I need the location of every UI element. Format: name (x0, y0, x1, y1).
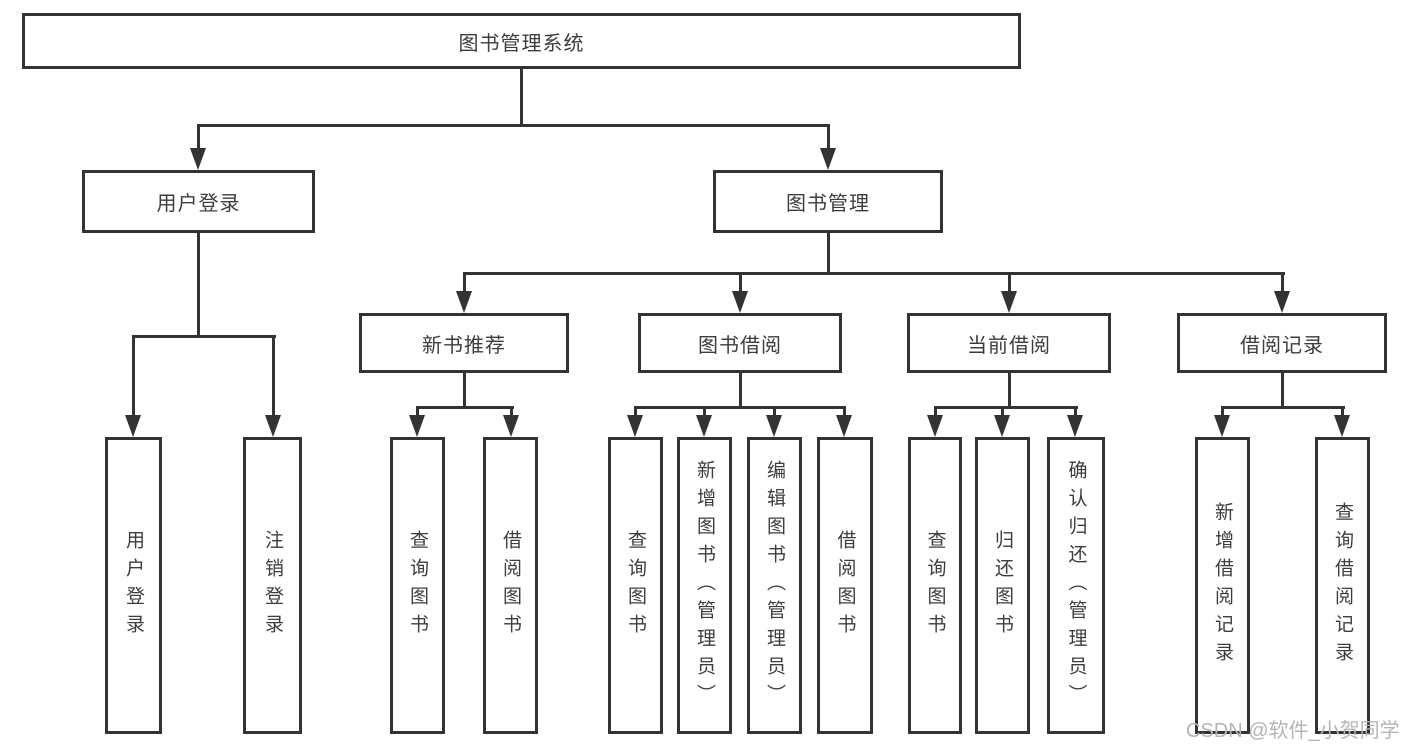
connector-line (1074, 406, 1077, 417)
connector-line (843, 406, 846, 417)
leaf-borrow-books: 借阅图书 (817, 437, 873, 734)
arrowhead-down-icon (732, 291, 748, 313)
connector-line (934, 406, 1078, 409)
connector-line (463, 272, 1285, 275)
node-book-borrow-label: 图书借阅 (698, 334, 782, 357)
connector-line (1221, 406, 1345, 409)
leaf-borrow-query-books: 查询图书 (608, 437, 663, 734)
leaf-current-query-books-label: 查询图书 (924, 529, 946, 642)
connector-line (1008, 373, 1011, 406)
leaf-borrow-books-label: 借阅图书 (834, 529, 856, 642)
arrowhead-down-icon (1214, 415, 1230, 437)
leaf-query-borrow-record: 查询借阅记录 (1315, 437, 1370, 734)
arrowhead-down-icon (1067, 415, 1083, 437)
node-user-login-label: 用户登录 (156, 193, 241, 215)
arrowhead-down-icon (1001, 291, 1017, 313)
connector-line (703, 406, 706, 417)
arrowhead-down-icon (190, 148, 206, 170)
connector-line (197, 124, 200, 150)
connector-line (510, 406, 513, 417)
connector-line (272, 335, 275, 417)
arrowhead-down-icon (456, 291, 472, 313)
connector-line (463, 272, 466, 293)
watermark: CSDN @软件_小贺同学 (1186, 720, 1400, 742)
leaf-recommend-borrow-books: 借阅图书 (483, 437, 538, 734)
connector-line (1008, 272, 1011, 293)
connector-line (132, 335, 135, 417)
connector-line (827, 124, 830, 150)
arrowhead-down-icon (1274, 291, 1290, 313)
node-book-management-label: 图书管理 (786, 193, 870, 215)
node-book-borrow: 图书借阅 (638, 313, 842, 373)
leaf-logout: 注销登录 (243, 437, 302, 734)
connector-line (634, 406, 846, 409)
node-new-book-recommend: 新书推荐 (359, 313, 569, 373)
connector-line (773, 406, 776, 417)
node-borrow-records: 借阅记录 (1177, 313, 1387, 373)
node-current-borrow: 当前借阅 (907, 313, 1111, 373)
arrowhead-down-icon (836, 415, 852, 437)
arrowhead-down-icon (820, 148, 836, 170)
connector-line (463, 373, 466, 406)
connector-line (827, 233, 830, 272)
node-new-book-recommend-label: 新书推荐 (422, 334, 506, 357)
arrowhead-down-icon (766, 415, 782, 437)
connector-line (634, 406, 637, 417)
connector-line (132, 335, 276, 338)
arrowhead-down-icon (1334, 415, 1350, 437)
arrowhead-down-icon (696, 415, 712, 437)
leaf-edit-books-admin-label: 编辑图书（管理员） (764, 459, 785, 712)
leaf-recommend-query-books-label: 查询图书 (407, 529, 428, 642)
connector-line (197, 233, 200, 335)
arrowhead-down-icon (627, 415, 643, 437)
leaf-return-books-label: 归还图书 (992, 529, 1013, 642)
leaf-add-books-admin: 新增图书（管理员） (677, 437, 732, 734)
leaf-add-borrow-record-label: 新增借阅记录 (1212, 501, 1233, 670)
connector-line (739, 373, 742, 406)
arrowhead-down-icon (125, 415, 141, 437)
node-current-borrow-label: 当前借阅 (967, 334, 1051, 357)
arrowhead-down-icon (265, 415, 281, 437)
leaf-user-login: 用户登录 (105, 437, 162, 734)
leaf-return-books: 归还图书 (975, 437, 1030, 734)
leaf-add-books-admin-label: 新增图书（管理员） (694, 459, 715, 712)
connector-line (1281, 373, 1284, 406)
connector-line (1341, 406, 1344, 417)
arrowhead-down-icon (927, 415, 943, 437)
leaf-logout-label: 注销登录 (262, 529, 283, 642)
leaf-edit-books-admin: 编辑图书（管理员） (747, 437, 802, 734)
connector-line (1281, 272, 1284, 293)
node-book-management: 图书管理 (713, 170, 943, 233)
arrowhead-down-icon (994, 415, 1010, 437)
node-root-label: 图书管理系统 (458, 32, 585, 55)
connector-line (520, 69, 523, 124)
leaf-add-borrow-record: 新增借阅记录 (1195, 437, 1250, 734)
arrowhead-down-icon (409, 415, 425, 437)
leaf-borrow-query-books-label: 查询图书 (625, 529, 646, 642)
connector-line (416, 406, 514, 409)
leaf-query-borrow-record-label: 查询借阅记录 (1332, 501, 1353, 670)
connector-line (1001, 406, 1004, 417)
leaf-user-login-label: 用户登录 (123, 529, 144, 642)
leaf-recommend-query-books: 查询图书 (390, 437, 445, 734)
connector-line (934, 406, 937, 417)
node-root: 图书管理系统 (22, 13, 1021, 69)
node-user-login: 用户登录 (82, 170, 315, 233)
connector-line (739, 272, 742, 293)
arrowhead-down-icon (503, 415, 519, 437)
connector-line (1221, 406, 1224, 417)
leaf-current-query-books: 查询图书 (908, 437, 962, 734)
leaf-recommend-borrow-books-label: 借阅图书 (500, 529, 521, 642)
leaf-confirm-return-admin-label: 确认归还（管理员） (1065, 459, 1087, 712)
connector-line (197, 124, 830, 127)
connector-line (416, 406, 419, 417)
node-borrow-records-label: 借阅记录 (1240, 334, 1324, 357)
leaf-confirm-return-admin: 确认归还（管理员） (1047, 437, 1105, 734)
